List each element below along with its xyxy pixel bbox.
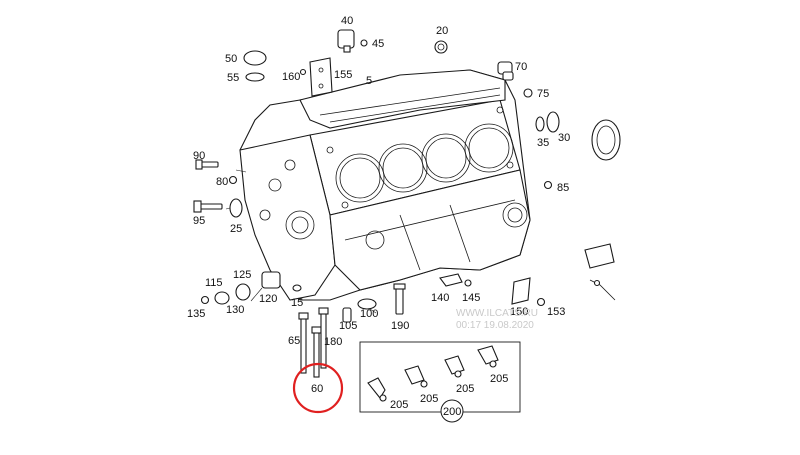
label-115[interactable]: 115 bbox=[205, 277, 223, 289]
label-135[interactable]: 135 bbox=[187, 308, 205, 320]
label-120[interactable]: 120 bbox=[259, 293, 277, 305]
engine-block bbox=[239, 69, 531, 301]
part-140-bracket bbox=[439, 273, 472, 287]
part-105-bolt bbox=[342, 307, 352, 323]
label-60[interactable]: 60 bbox=[311, 383, 323, 395]
label-205-b[interactable]: 205 bbox=[420, 393, 438, 405]
label-35[interactable]: 35 bbox=[537, 137, 549, 149]
label-130[interactable]: 130 bbox=[226, 304, 244, 316]
part-50-cap bbox=[243, 50, 267, 82]
label-205-a[interactable]: 205 bbox=[390, 399, 408, 411]
part-85-plug bbox=[543, 180, 553, 190]
part-40-sensor bbox=[337, 29, 368, 53]
watermark-site: WWW.ILCATS.RU bbox=[456, 308, 538, 319]
part-75-plug bbox=[523, 88, 533, 98]
label-40[interactable]: 40 bbox=[341, 15, 353, 27]
part-150-plate bbox=[511, 277, 531, 305]
part-65-head-bolt bbox=[298, 312, 309, 374]
part-100-ring bbox=[357, 298, 377, 310]
label-65[interactable]: 65 bbox=[288, 335, 300, 347]
watermark-date: 00:17 19.08.2020 bbox=[456, 320, 534, 331]
part-95-bolt bbox=[193, 200, 223, 213]
label-30[interactable]: 30 bbox=[558, 132, 570, 144]
label-70[interactable]: 70 bbox=[515, 61, 527, 73]
part-90-bolt bbox=[195, 159, 219, 170]
part-hinge-bracket bbox=[584, 243, 616, 301]
label-160[interactable]: 160 bbox=[282, 71, 300, 83]
set-200-badge[interactable]: 200 bbox=[440, 399, 464, 423]
part-20-seal bbox=[434, 40, 448, 54]
label-15[interactable]: 15 bbox=[291, 297, 303, 309]
part-15-dowel bbox=[292, 284, 302, 292]
part-80-plug bbox=[228, 175, 238, 185]
label-150[interactable]: 150 bbox=[510, 306, 528, 318]
label-153[interactable]: 153 bbox=[547, 306, 565, 318]
label-50[interactable]: 50 bbox=[225, 53, 237, 65]
label-105[interactable]: 105 bbox=[339, 320, 357, 332]
label-205-d[interactable]: 205 bbox=[490, 373, 508, 385]
label-90[interactable]: 90 bbox=[193, 150, 205, 162]
label-155[interactable]: 155 bbox=[334, 69, 352, 81]
highlight-circle bbox=[292, 362, 344, 414]
label-95[interactable]: 95 bbox=[193, 215, 205, 227]
part-153-plug bbox=[536, 297, 546, 307]
part-crank-seal bbox=[591, 119, 621, 161]
label-140[interactable]: 140 bbox=[431, 292, 449, 304]
label-100[interactable]: 100 bbox=[360, 308, 378, 320]
label-205-c[interactable]: 205 bbox=[456, 383, 474, 395]
label-75[interactable]: 75 bbox=[537, 88, 549, 100]
part-70-plug bbox=[497, 61, 514, 81]
label-5[interactable]: 5 bbox=[366, 75, 372, 87]
part-155-plate bbox=[299, 57, 333, 97]
label-45[interactable]: 45 bbox=[372, 38, 384, 50]
leader-lines bbox=[225, 169, 377, 314]
part-30-seal bbox=[535, 111, 560, 133]
label-80[interactable]: 80 bbox=[216, 176, 228, 188]
part-60-bolt bbox=[318, 307, 329, 369]
label-25[interactable]: 25 bbox=[230, 223, 242, 235]
part-200-set-box bbox=[359, 341, 521, 413]
label-20[interactable]: 20 bbox=[436, 25, 448, 37]
label-55[interactable]: 55 bbox=[227, 72, 239, 84]
label-145[interactable]: 145 bbox=[462, 292, 480, 304]
part-190-bolt bbox=[393, 283, 406, 315]
part-25-seal bbox=[229, 198, 243, 218]
callout-labels: 40 45 20 50 55 160 155 5 70 75 30 35 90 … bbox=[187, 15, 570, 411]
label-190[interactable]: 190 bbox=[391, 320, 409, 332]
part-120-oil-pump bbox=[200, 271, 281, 305]
label-180[interactable]: 180 bbox=[324, 336, 342, 348]
label-125[interactable]: 125 bbox=[233, 269, 251, 281]
label-200[interactable]: 200 bbox=[443, 406, 461, 418]
watermark: WWW.ILCATS.RU 00:17 19.08.2020 bbox=[456, 308, 538, 331]
label-85[interactable]: 85 bbox=[557, 182, 569, 194]
